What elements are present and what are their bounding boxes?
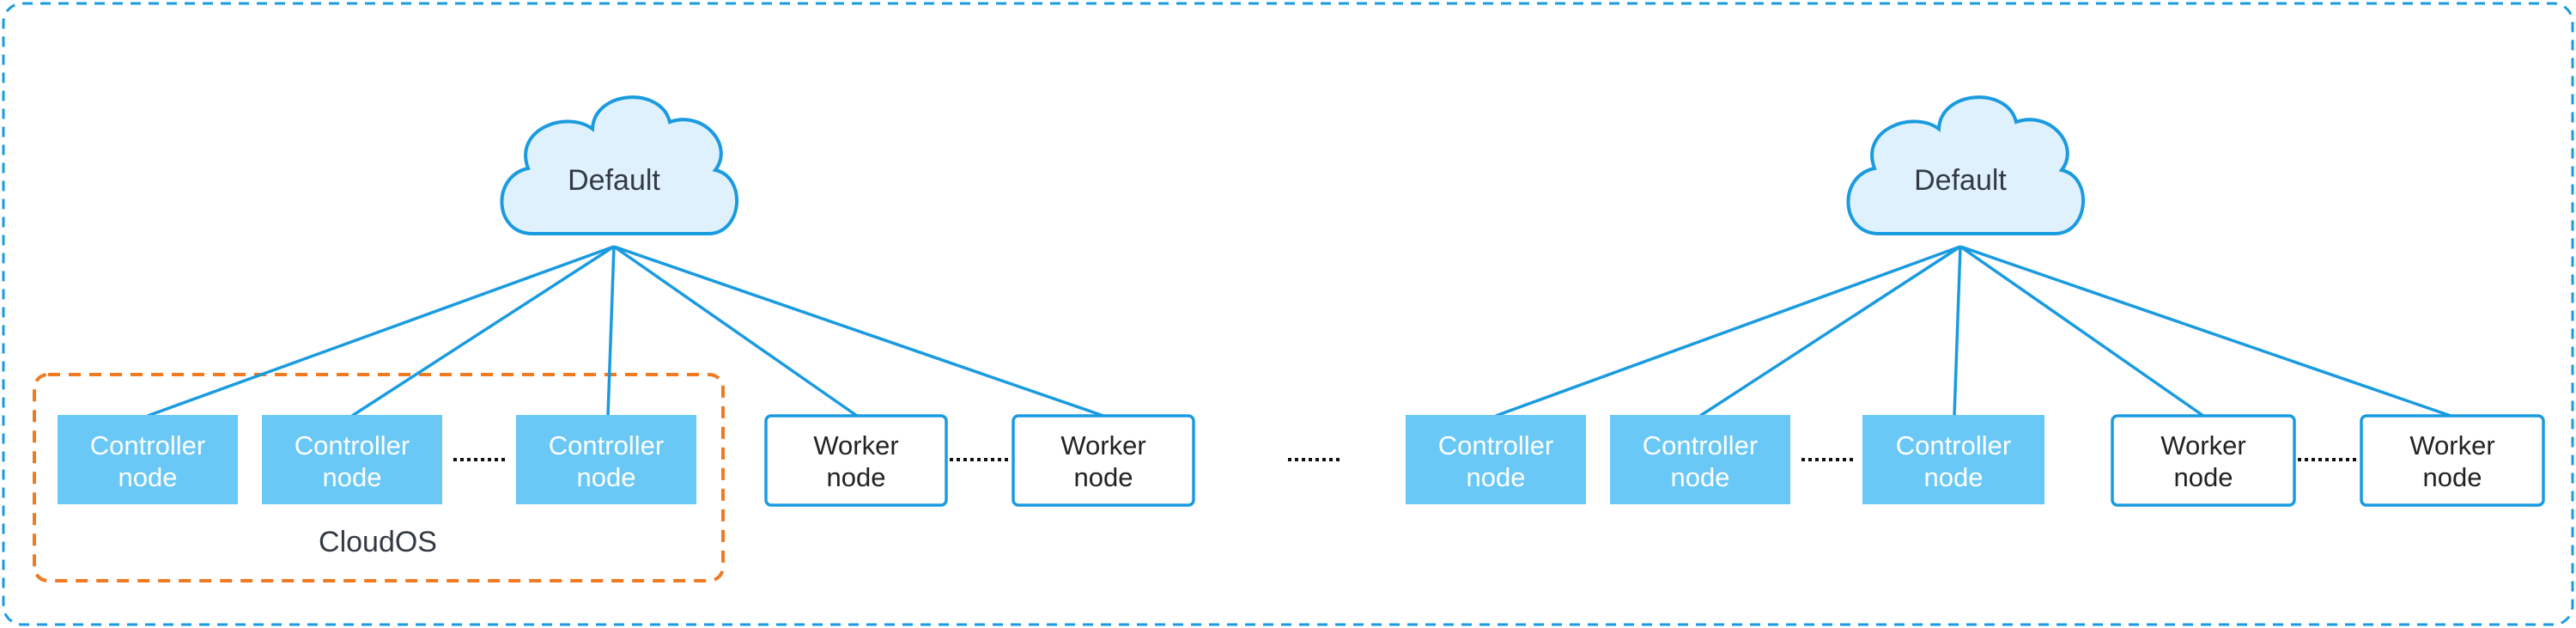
link-cloud-to-controller-1	[1495, 245, 1961, 418]
worker-node-box	[1012, 414, 1195, 507]
link-cloud-to-controller-1	[147, 245, 615, 418]
controller-node-box	[262, 415, 442, 504]
controller-node-box	[1610, 415, 1790, 504]
link-cloud-to-worker-1	[613, 245, 858, 418]
link-cloud-to-controller-3	[1953, 246, 1962, 417]
cloud-label: Default	[568, 164, 660, 197]
worker-node-box	[2111, 414, 2296, 507]
cloud-icon	[500, 95, 739, 235]
cloud-default-1: Default	[500, 95, 739, 235]
controller-node-box	[1862, 415, 2044, 504]
link-cloud-to-worker-1	[1959, 245, 2204, 418]
cloud-label: Default	[1914, 164, 2007, 197]
controller-node-box	[58, 415, 238, 504]
cluster-1-links	[147, 245, 1104, 418]
cloudos-label: CloudOS	[319, 526, 437, 558]
link-cloud-to-controller-3	[606, 246, 616, 417]
link-cloud-to-worker-2	[613, 245, 1104, 418]
worker-node-box	[2360, 414, 2545, 507]
link-cloud-to-controller-2	[351, 245, 615, 418]
controller-node-box	[1406, 415, 1586, 504]
worker-node-box	[764, 414, 948, 507]
cluster-2-links	[1495, 245, 2451, 418]
cloud-icon	[1846, 95, 2086, 235]
cloud-default-2: Default	[1846, 95, 2086, 235]
controller-node-box	[516, 415, 696, 504]
cloudos-frame	[33, 373, 725, 582]
link-cloud-to-controller-2	[1699, 245, 1961, 418]
link-cloud-to-worker-2	[1959, 245, 2451, 418]
